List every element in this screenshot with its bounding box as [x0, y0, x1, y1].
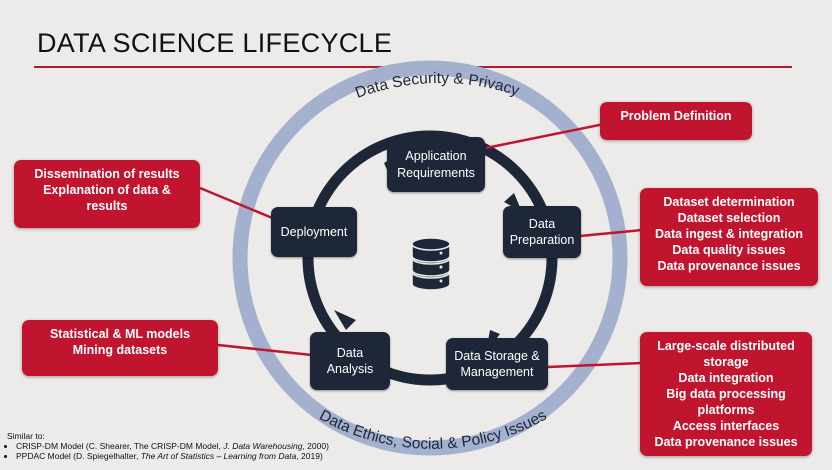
callout-line: Large-scale distributed	[657, 339, 795, 353]
connector-dissemination	[199, 186, 283, 224]
callout-line: Explanation of data &	[43, 183, 171, 197]
callout-dissemination: Dissemination of results Explanation of …	[14, 160, 200, 228]
callout-line: Mining datasets	[72, 343, 168, 357]
reference-book: The Art of Statistics – Learning from Da…	[140, 450, 297, 461]
node-deployment: Deployment	[271, 207, 357, 257]
callout-line: Data provenance issues	[657, 259, 801, 273]
callout-line: results	[86, 199, 128, 213]
connector-models	[217, 343, 313, 357]
reference-item: PPDAC Model (D. Spiegelhalter, The Art o…	[16, 450, 329, 462]
callout-models: Statistical & ML models Mining datasets	[22, 320, 218, 376]
references-heading: Similar to:	[7, 431, 45, 441]
callout-line: Data ingest & integration	[655, 227, 803, 241]
callout-large-scale: Large-scale distributed storage Data int…	[640, 332, 812, 456]
callout-line: storage	[703, 355, 749, 369]
callout-problem-definition: Problem Definition	[600, 102, 752, 140]
node-data-storage-management: Data Storage & Management	[446, 338, 548, 390]
callout-line: platforms	[697, 403, 755, 417]
references-list: CRISP-DM Model (C. Shearer, The CRISP-DM…	[7, 440, 329, 462]
callout-line: Data provenance issues	[654, 435, 798, 449]
callout-line: Problem Definition	[620, 109, 732, 123]
database-icon	[411, 237, 451, 291]
references-footer: Similar to: CRISP-DM Model (C. Shearer, …	[7, 431, 329, 462]
reference-text: PPDAC Model (D. Spiegelhalter,	[16, 450, 141, 461]
cycle-arrow-bottom-left	[334, 310, 356, 330]
connector-dataset	[579, 228, 643, 238]
outer-ring	[232, 60, 628, 456]
node-data-preparation: Data Preparation	[503, 206, 581, 258]
callout-line: Big data processing	[666, 387, 786, 401]
reference-text: CRISP-DM Model (C. Shearer, The CRISP-DM…	[16, 440, 224, 451]
reference-journal: J. Data Warehousing	[223, 440, 303, 451]
callout-line: Access interfaces	[672, 419, 780, 433]
callout-line: Data quality issues	[672, 243, 786, 257]
cycle-ring	[302, 130, 558, 386]
callout-line: Statistical & ML models	[49, 327, 191, 341]
reference-text: , 2000)	[302, 440, 329, 451]
callout-line: Data integration	[678, 371, 774, 385]
ring-label-bottom: Data Ethics, Social & Policy Issues	[316, 407, 549, 453]
reference-item: CRISP-DM Model (C. Shearer, The CRISP-DM…	[16, 440, 329, 452]
connector-problem	[485, 120, 615, 150]
callout-dataset: Dataset determination Dataset selection …	[640, 188, 818, 286]
connector-large	[547, 361, 643, 369]
callout-line: Dataset selection	[677, 211, 781, 225]
reference-text: , 2019)	[296, 450, 323, 461]
callout-line: Dataset determination	[663, 195, 795, 209]
node-application-requirements: Application Requirements	[387, 137, 485, 192]
node-data-analysis: Data Analysis	[310, 332, 390, 390]
slide-title: DATA SCIENCE LIFECYCLE	[37, 28, 393, 58]
callout-line: Dissemination of results	[34, 167, 180, 181]
